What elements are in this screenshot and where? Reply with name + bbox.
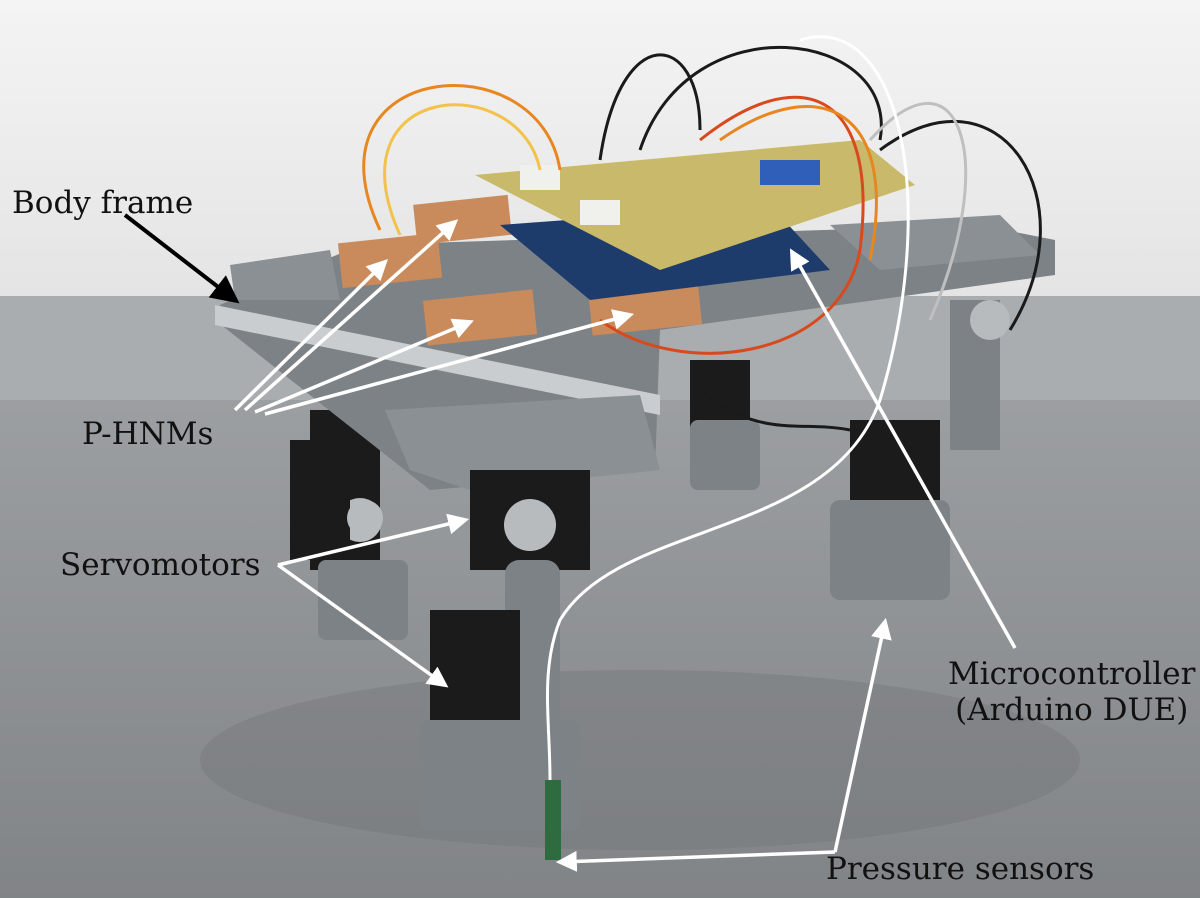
label-body-frame: Body frame [12, 185, 194, 221]
label-pressure-sensors: Pressure sensors [826, 851, 1095, 887]
label-servomotors: Servomotors [60, 547, 261, 583]
label-microcontroller: Microcontroller (Arduino DUE) [948, 656, 1196, 728]
left-mid-servo [290, 440, 383, 560]
arrows-pressure-sensors [555, 617, 892, 872]
floor [0, 400, 1200, 898]
arrows-phnms [233, 219, 635, 416]
right-front-leg [830, 300, 1010, 600]
arrows-servomotors [276, 513, 470, 688]
arrow-body-frame [123, 213, 240, 304]
rear-right-leg [690, 360, 760, 490]
label-phnms: P-HNMs [82, 416, 214, 452]
label-microcontroller-line2: (Arduino DUE) [955, 691, 1189, 728]
label-microcontroller-line1: Microcontroller [948, 656, 1196, 692]
wires [362, 35, 1042, 781]
front-left-leg [420, 470, 590, 860]
arrow-microcontroller [789, 248, 1017, 649]
microcontroller-stack [475, 140, 915, 300]
